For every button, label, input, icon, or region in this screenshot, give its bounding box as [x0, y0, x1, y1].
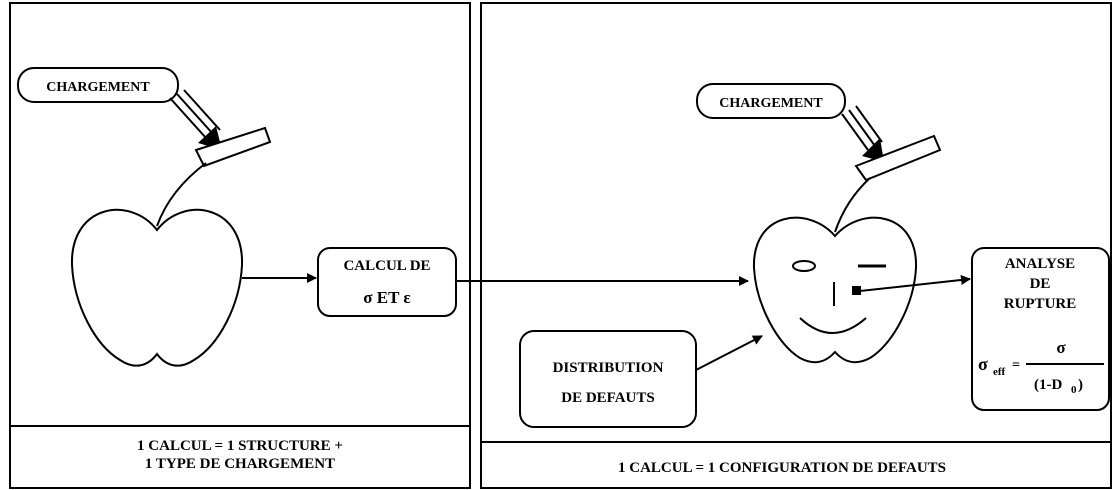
- right-caption: 1 CALCUL = 1 CONFIGURATION DE DEFAUTS: [618, 460, 946, 476]
- left-load-arrow: [169, 89, 222, 150]
- right-apple: [752, 134, 942, 364]
- apple-left-eye: [792, 260, 816, 272]
- distribution-line1: DISTRIBUTION: [553, 360, 664, 376]
- formula-numerator: σ: [1056, 338, 1066, 357]
- formula-denominator-close: ): [1078, 377, 1083, 393]
- right-panel-frame: [480, 2, 1112, 489]
- right-chargement-label: CHARGEMENT: [719, 96, 823, 111]
- left-chargement-bubble: [17, 67, 179, 103]
- distribution-box: [519, 330, 697, 428]
- formula-denominator-open: (1-D: [1034, 377, 1062, 393]
- right-chargement-bubble: [696, 83, 846, 119]
- analyse-box: [971, 247, 1110, 411]
- analyse-line1: ANALYSE: [1005, 256, 1075, 272]
- formula: σ eff = σ (1-D 0 ): [978, 338, 1104, 396]
- defect-to-analyse-arrow: [859, 275, 971, 292]
- defect-square: [852, 286, 861, 295]
- left-chargement-label: CHARGEMENT: [46, 80, 150, 95]
- left-apple: [70, 126, 272, 367]
- right-panel: CHARGEMENT DISTRIBUTION DE DEFAUTS ANALY…: [456, 2, 1112, 489]
- formula-lhs-sub: eff: [993, 366, 1006, 378]
- formula-lhs-symbol: σ: [978, 354, 988, 374]
- analyse-line3: RUPTURE: [1004, 296, 1077, 312]
- distribution-line2: DE DEFAUTS: [561, 390, 655, 406]
- left-panel: CHARGEMENT CALCUL DE σ ET ε 1 CALCUL = 1…: [9, 2, 471, 489]
- distribution-to-apple-arrow: [695, 335, 763, 371]
- left-caption-line2: 1 TYPE DE CHARGEMENT: [145, 456, 335, 472]
- formula-equals: =: [1012, 358, 1020, 373]
- left-panel-frame: [9, 2, 471, 489]
- right-load-arrow: [841, 105, 884, 162]
- left-caption-line1: 1 CALCUL = 1 STRUCTURE +: [137, 438, 343, 454]
- analyse-line2: DE: [1030, 276, 1051, 292]
- calcul-label-line1: CALCUL DE: [343, 258, 430, 274]
- calcul-label-line2: σ ET ε: [363, 288, 410, 307]
- apple-mouth: [799, 317, 867, 334]
- formula-denominator-sub: 0: [1071, 384, 1077, 396]
